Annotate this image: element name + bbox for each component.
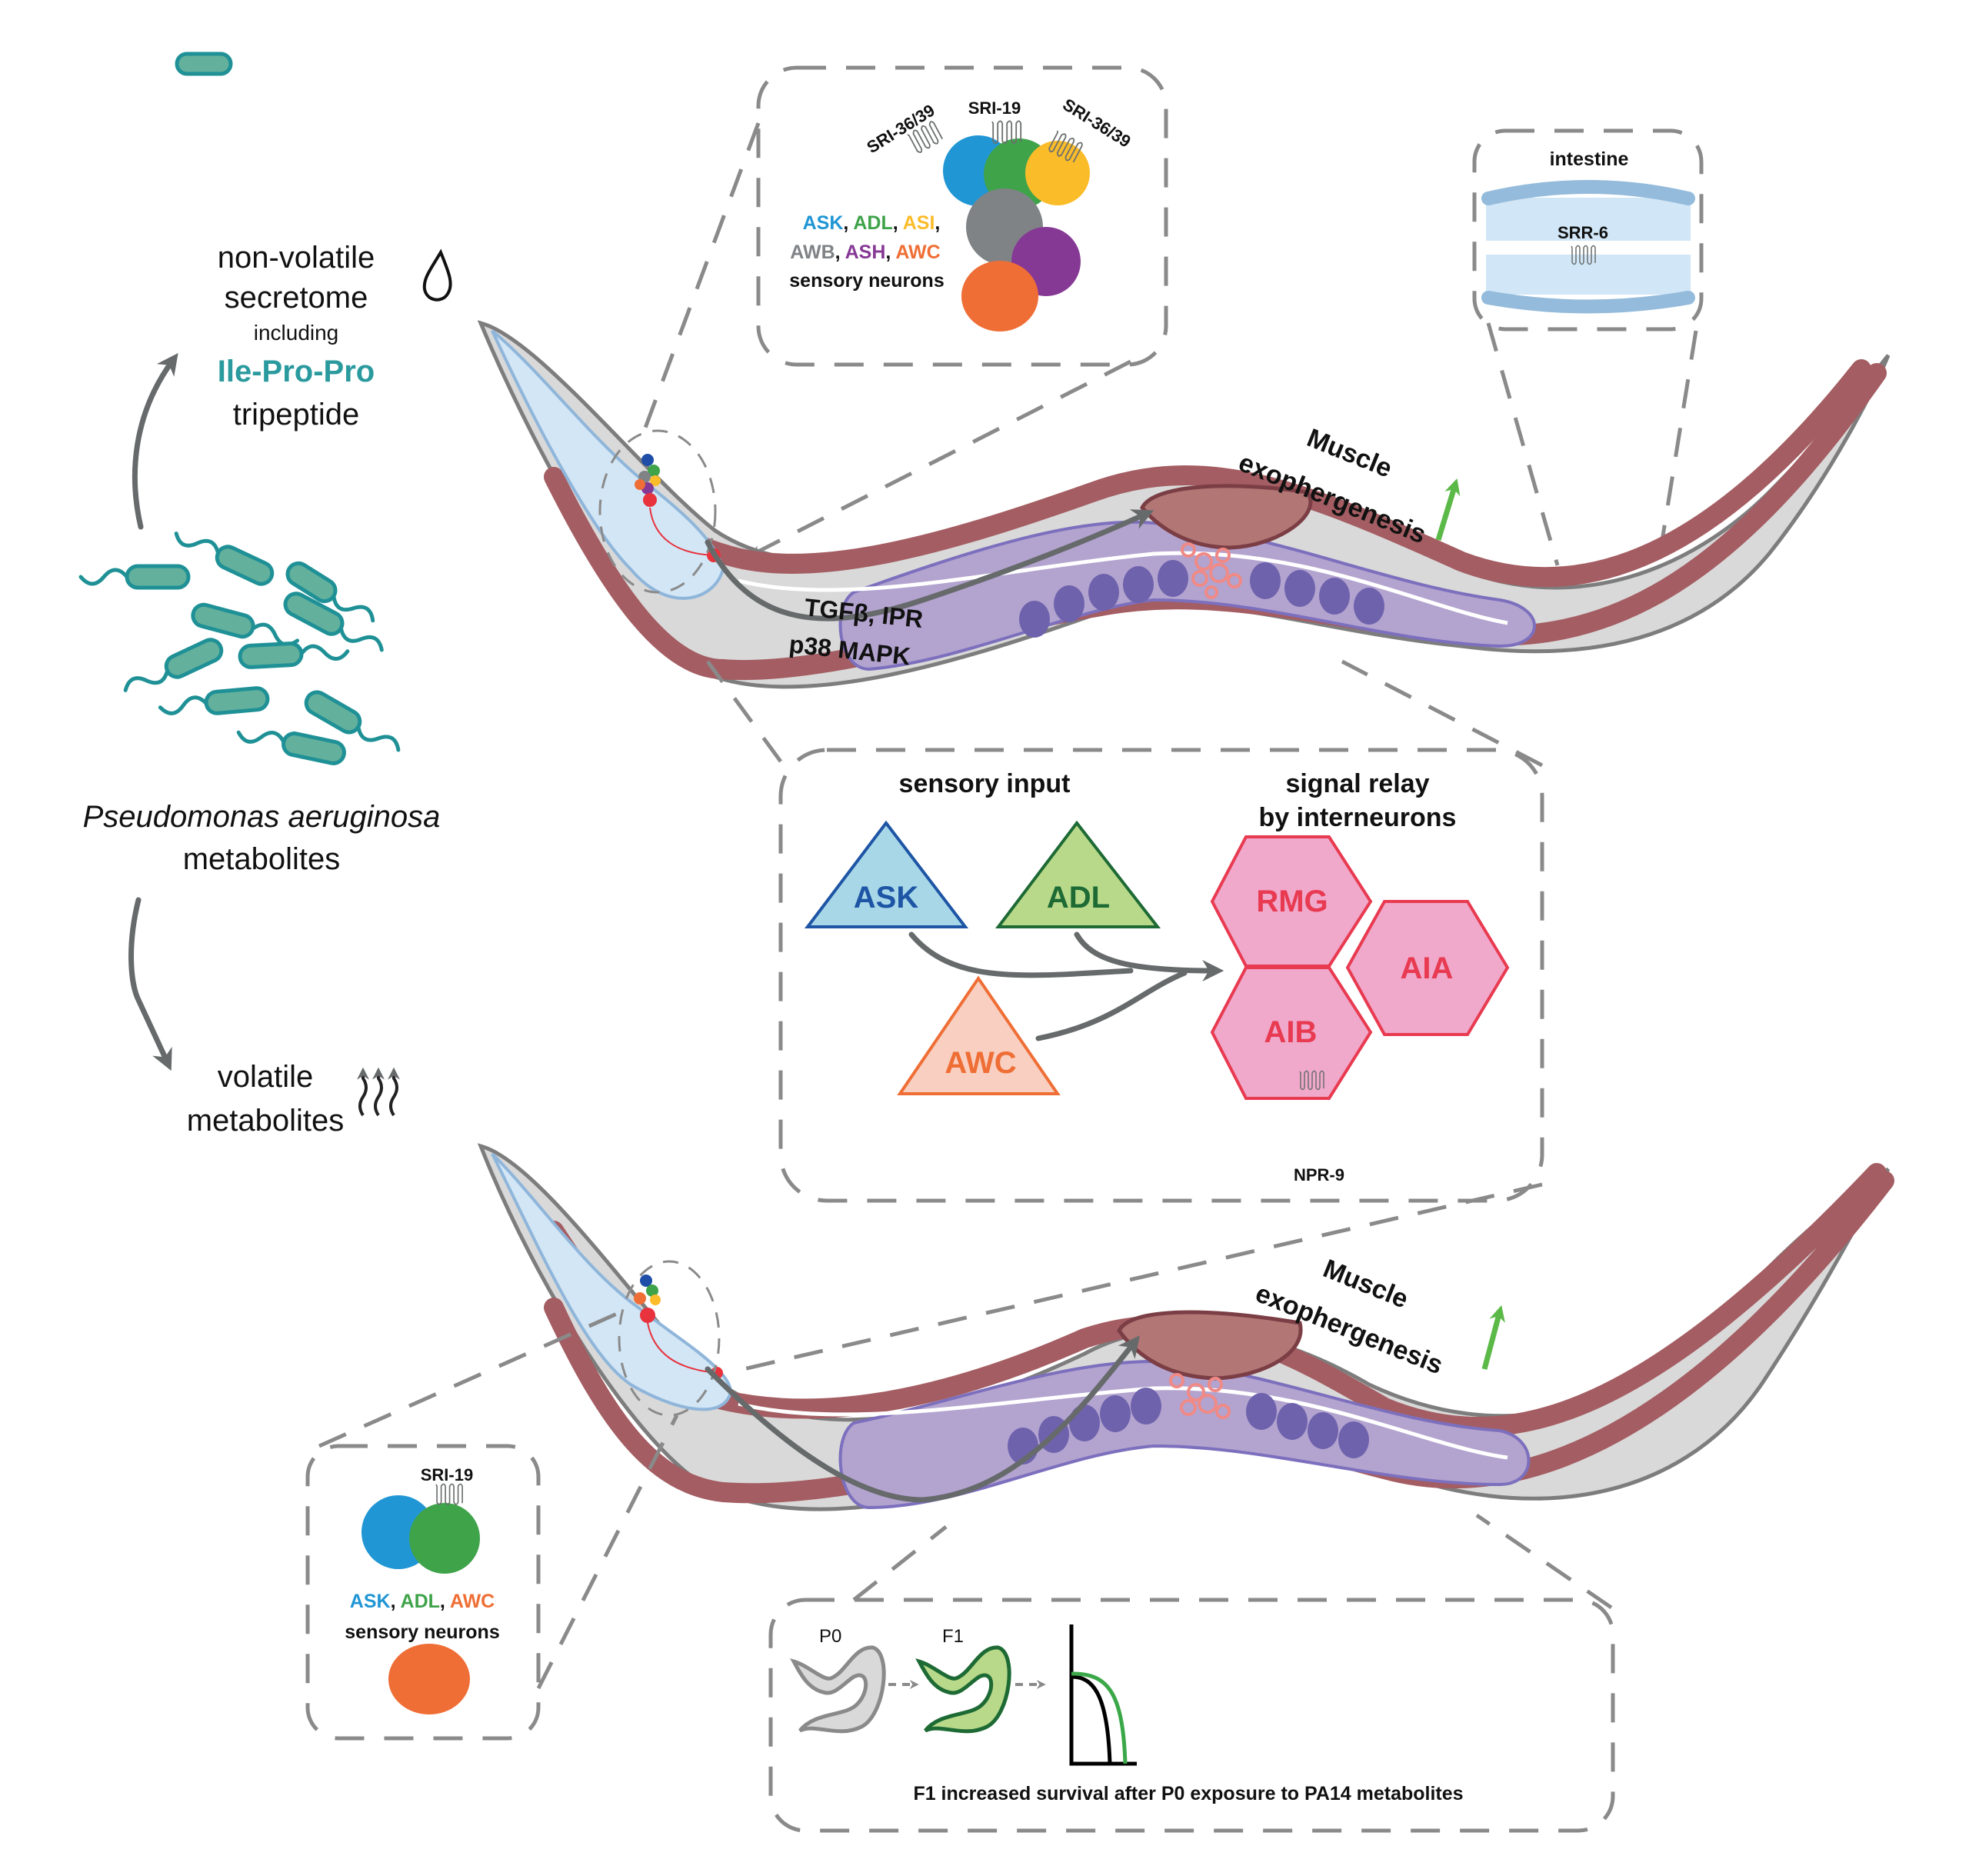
tripeptide-label: tripeptide xyxy=(233,398,360,432)
receptor-label: SRI-19 xyxy=(968,98,1021,118)
svg-text:AIA: AIA xyxy=(1401,951,1454,985)
vapor-arrows-icon xyxy=(357,1067,400,1117)
bacteria-group xyxy=(78,531,401,765)
svg-text:RMG: RMG xyxy=(1256,885,1328,918)
interneuron-aib: AIB xyxy=(1210,966,1373,1100)
vesicles xyxy=(1169,1373,1231,1419)
signal-arrow-top xyxy=(705,509,1154,621)
head-neurons xyxy=(634,1275,723,1379)
up-arrow xyxy=(132,352,178,530)
vesicles xyxy=(1181,542,1242,599)
neuron-inset-top: SRI-36/39 SRI-19 SRI-36/39 ASK, ADL, ASI… xyxy=(638,65,1168,556)
signal-arrow-bottom xyxy=(705,1335,1140,1503)
receptor-icon xyxy=(435,1483,463,1505)
droplet-icon xyxy=(422,248,452,302)
species-name: Pseudomonas aeruginosa xyxy=(83,800,441,834)
top-worm: TGFβ, IPR p38 MAPK Muscle exophergenesis xyxy=(477,320,1891,689)
intestine-inset: intestine SRR-6 xyxy=(1472,128,1704,570)
secretome-label: secretome xyxy=(225,281,368,315)
neuron-legend-line: ASK, ADL, AWC xyxy=(350,1591,495,1612)
volatile-label: volatile xyxy=(218,1060,314,1094)
exopher-label-1: Muscle xyxy=(1303,423,1396,483)
receptor-icon xyxy=(991,120,1022,145)
survival-plot-icon xyxy=(1069,1624,1137,1766)
sensory-neuron-adl: ADL xyxy=(994,820,1161,928)
bacteria-cluster-icon xyxy=(175,52,233,76)
neuron-legend-caption: sensory neurons xyxy=(789,270,944,292)
p0-label: P0 xyxy=(819,1626,841,1647)
f1-label: F1 xyxy=(942,1626,964,1647)
p0-worm-icon xyxy=(790,1645,886,1734)
exopher xyxy=(1117,1310,1303,1381)
svg-text:ASK: ASK xyxy=(854,881,919,915)
sensory-neuron-awc: AWC xyxy=(897,975,1061,1095)
intestine-title: intestine xyxy=(1550,148,1629,170)
neuron-adl xyxy=(409,1503,480,1574)
npr9-label: NPR-9 xyxy=(1294,1165,1344,1185)
down-arrow xyxy=(128,897,172,1071)
svg-text:AIB: AIB xyxy=(1264,1015,1318,1049)
gut-nuclei xyxy=(1019,560,1384,638)
bottom-worm: Muscle exophergenesis xyxy=(477,1143,1894,1511)
f1-worm-icon xyxy=(915,1645,1011,1734)
volatile-metabolites-label: metabolites xyxy=(187,1104,345,1138)
neuron-awc xyxy=(961,261,1038,332)
relay-title-2: by interneurons xyxy=(1259,803,1457,832)
including-label: including xyxy=(254,321,339,345)
left-column: non-volatile secretome including Ile-Pro… xyxy=(78,52,452,1138)
increase-arrow-icon xyxy=(1435,478,1461,541)
receptor-label: SRI-36/39 xyxy=(1059,95,1134,152)
exopher-label-1: Muscle xyxy=(1319,1254,1412,1314)
circuit-arrows xyxy=(908,931,1224,1041)
f1-curve xyxy=(1071,1671,1128,1764)
neuron-legend-caption: sensory neurons xyxy=(345,1621,499,1643)
svg-text:AWC: AWC xyxy=(945,1046,1016,1080)
exopher xyxy=(1140,484,1313,550)
survival-inset: P0 F1 F1 increased survival after P0 exp… xyxy=(768,1513,1615,1833)
sri19-label: SRI-19 xyxy=(421,1465,473,1484)
relay-title-1: signal relay xyxy=(1285,769,1429,798)
increase-arrow-icon xyxy=(1481,1305,1505,1370)
control-curve xyxy=(1071,1674,1112,1764)
srr6-label: SRR-6 xyxy=(1558,223,1608,242)
sensory-neuron-ask: ASK xyxy=(804,820,969,928)
sensory-input-title: sensory input xyxy=(899,769,1071,798)
neuron-awc xyxy=(388,1644,470,1714)
svg-text:ADL: ADL xyxy=(1047,881,1110,915)
neuron-legend-line1: ASK, ADL, ASI, xyxy=(803,212,941,234)
neuron-inset-bottom: SRI-19 ASK, ADL, AWC sensory neurons xyxy=(305,1305,679,1741)
interneuron-rmg: RMG xyxy=(1210,835,1373,968)
interneuron-aia: AIA xyxy=(1345,900,1510,1036)
metabolites-label: metabolites xyxy=(183,842,341,876)
circuit-inset: sensory input signal relay by interneuro… xyxy=(705,659,1544,1203)
nonvolatile-label: non-volatile xyxy=(218,241,375,275)
neuron-legend-line2: AWB, ASH, AWC xyxy=(790,242,940,263)
survival-caption: F1 increased survival after P0 exposure … xyxy=(913,1783,1463,1804)
neuron-asi xyxy=(1025,141,1090,205)
tripeptide-name: Ile-Pro-Pro xyxy=(218,355,375,388)
